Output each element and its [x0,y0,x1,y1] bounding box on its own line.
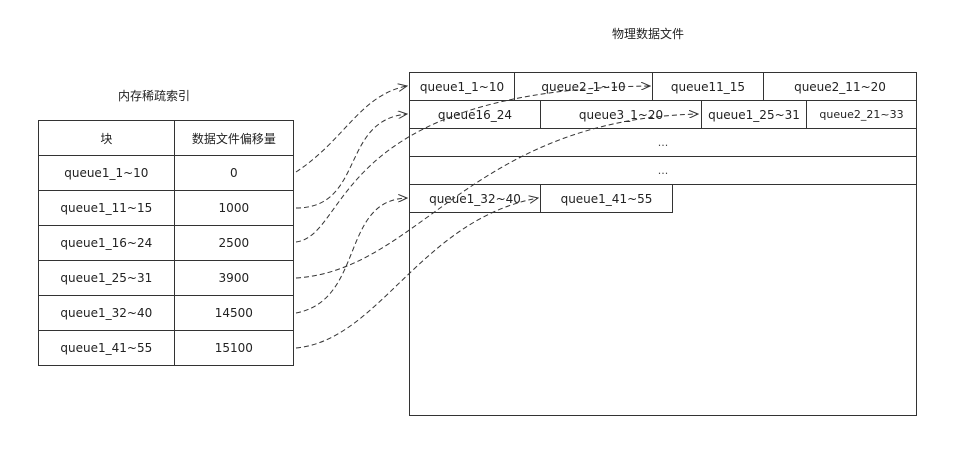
row-offset: 3900 [173,260,295,296]
row-offset: 2500 [173,225,295,261]
arrow-queue1-1-10 [295,86,407,173]
arrow-queue1-32-40 [295,198,407,314]
header-block: 块 [38,120,175,156]
row-block: queue1_1~10 [38,155,175,191]
table-row: queue1_11~15 1000 [38,190,295,226]
table-row: queue1_41~55 15100 [38,330,295,366]
file-row-3: ... [410,129,916,157]
file-row-2: queue16_24 queue3_1~20 queue1_25~31 queu… [410,101,916,129]
row-offset: 1000 [173,190,295,226]
row-offset: 0 [173,155,295,191]
sparse-index-table: 块 数据文件偏移量 queue1_1~10 0 queue1_11~15 100… [38,120,295,366]
row-block: queue1_32~40 [38,295,175,331]
file-row-4: ... [410,157,916,185]
row-block: queue1_25~31 [38,260,175,296]
file-block: queue2_1~10 [515,73,653,100]
file-block: queue1_1~10 [410,73,515,100]
table-header-row: 块 数据文件偏移量 [38,120,295,156]
file-title: 物理数据文件 [612,27,685,41]
header-offset: 数据文件偏移量 [173,120,295,156]
file-block: queue1_25~31 [702,101,807,128]
file-block: queue11_15 [653,73,764,100]
file-ellipsis: ... [657,164,669,177]
row-offset: 15100 [173,330,295,366]
row-offset: 14500 [173,295,295,331]
table-row: queue1_32~40 14500 [38,295,295,331]
table-row: queue1_16~24 2500 [38,225,295,261]
row-block: queue1_16~24 [38,225,175,261]
arrow-queue1-11-15 [295,114,407,209]
table-row: queue1_25~31 3900 [38,260,295,296]
file-block: queue2_11~20 [794,79,886,94]
file-block: queue2_21~33 [819,108,904,121]
row-block: queue1_41~55 [38,330,175,366]
file-block: queue1_41~55 [560,191,653,206]
row-block: queue1_11~15 [38,190,175,226]
physical-data-file: queue1_1~10 queue2_1~10 queue11_15 queue… [409,72,917,416]
file-block: queue3_1~20 [541,101,702,128]
file-block: queue16_24 [410,101,541,128]
file-ellipsis: ... [657,136,669,149]
index-title: 内存稀疏索引 [118,89,191,103]
file-block: queue1_32~40 [410,185,541,212]
file-row-5: queue1_32~40 queue1_41~55 [410,185,673,213]
table-row: queue1_1~10 0 [38,155,295,191]
file-row-1: queue1_1~10 queue2_1~10 queue11_15 queue… [410,73,916,101]
